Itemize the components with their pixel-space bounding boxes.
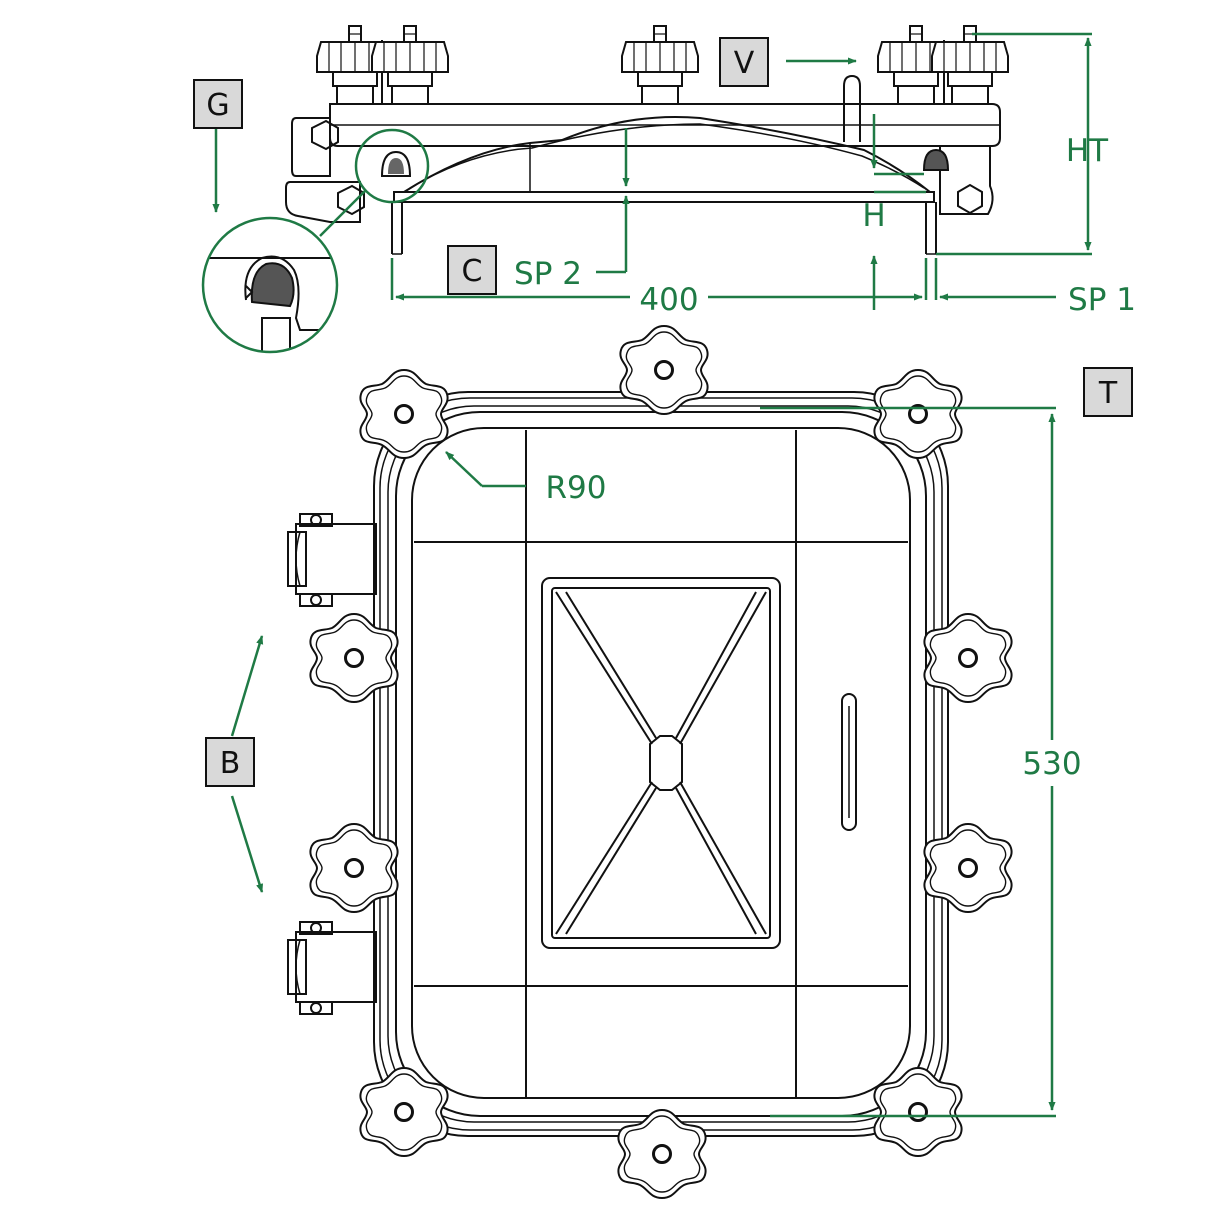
top-view xyxy=(287,324,1014,1200)
tag-c-label: C xyxy=(462,254,483,289)
tag-b: B xyxy=(205,737,255,787)
tag-t-label: T xyxy=(1098,376,1118,411)
tag-t: T xyxy=(1083,367,1133,417)
tag-v-label: V xyxy=(734,46,755,81)
tag-v: V xyxy=(719,37,769,87)
dim-h-label: H xyxy=(862,198,885,234)
detail-view-g xyxy=(201,216,339,354)
dim-ht-label: HT xyxy=(1066,133,1109,169)
dim-sp1-label: SP 1 xyxy=(1068,282,1136,318)
top-dimensions xyxy=(230,406,1056,1118)
side-dimensions xyxy=(212,32,1092,310)
dim-height-label: 530 xyxy=(1022,746,1081,782)
tag-b-label: B xyxy=(220,746,241,781)
dim-width-label: 400 xyxy=(639,282,698,318)
detail-callout-ring xyxy=(354,128,430,204)
hinge-lower xyxy=(287,921,377,1015)
dim-sp2-label: SP 2 xyxy=(514,256,582,292)
hinge-upper xyxy=(287,513,377,607)
tag-g: G xyxy=(193,79,243,129)
tag-c: C xyxy=(447,245,497,295)
dim-radius-label: R90 xyxy=(546,470,607,506)
side-view xyxy=(285,25,1009,255)
tag-g-label: G xyxy=(206,88,229,123)
